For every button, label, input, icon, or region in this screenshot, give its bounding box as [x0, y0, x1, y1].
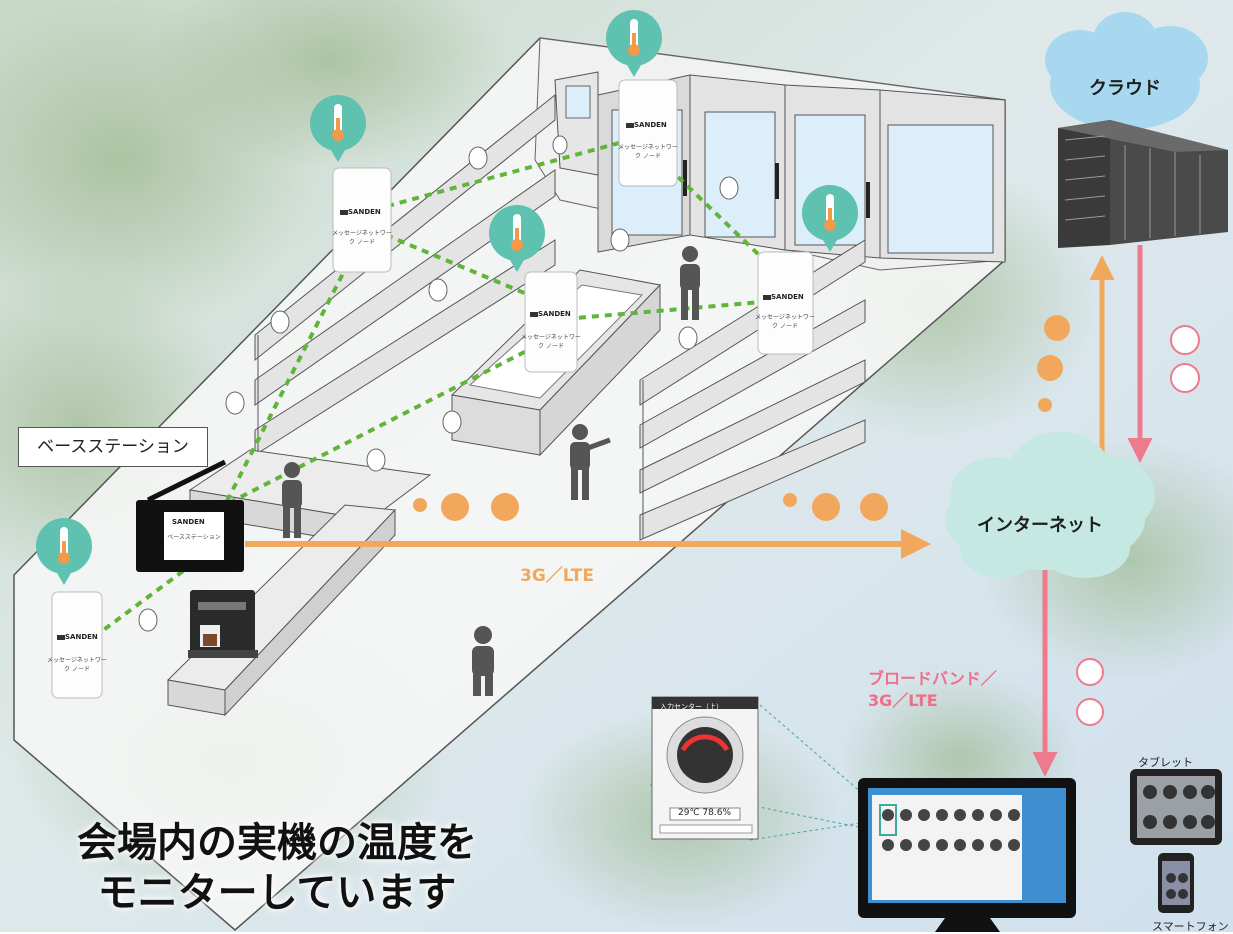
internet-label: インターネット: [977, 515, 1103, 536]
cloud-label: クラウド: [1089, 78, 1161, 99]
coffee-machine-icon: [188, 590, 258, 658]
sensor-node-logo-bars: [57, 123, 771, 640]
person-icon: [472, 626, 494, 696]
person-icon: [680, 246, 700, 320]
headline: 会場内の実機の温度を モニターしています: [62, 818, 492, 918]
sensor-node-caption: メッセージネットワーク ノード: [521, 334, 581, 350]
person-icon: [282, 462, 302, 538]
thermometer-pin-icon: [489, 205, 545, 272]
monitor-screenshot-panel: [651, 696, 759, 840]
sensor-node-caption: メッセージネットワーク ノード: [332, 230, 392, 246]
sensor-node-logo: SANDEN: [538, 310, 571, 318]
lte-link-label: 3G／LTE: [520, 566, 595, 586]
sensor-node-logo: SANDEN: [634, 121, 667, 129]
sensor-node-logo: SANDEN: [348, 208, 381, 216]
headline-line-1: 会場内の実機の温度を: [77, 820, 477, 866]
thermometer-pin-icon: [606, 10, 662, 77]
monitor-icon: [858, 778, 1076, 932]
bird-icon: [413, 315, 1070, 521]
thermometer-pin-icon: [802, 185, 858, 252]
smartphone-icon: [1158, 853, 1194, 913]
bird-icon: [1076, 325, 1200, 726]
thermometer-pin-icon: [36, 518, 92, 585]
thermometer-pin-icon: [310, 95, 366, 162]
base-station-logo: SANDEN: [172, 518, 205, 526]
sensor-node-icon: [51, 79, 814, 699]
internet-cloud-shape: [945, 432, 1155, 578]
broadband-link-label: ブロードバンド／ 3G／LTE: [868, 669, 997, 710]
sensor-node-caption: メッセージネットワーク ノード: [618, 144, 678, 160]
base-station-icon: [136, 459, 244, 572]
bird-icon: [138, 135, 739, 632]
sensor-node-caption: メッセージネットワーク ノード: [755, 314, 815, 330]
sensor-node-logo: SANDEN: [771, 293, 804, 301]
monitor-panel-title: 入力センター（上）: [660, 703, 723, 711]
sensor-node-logo: SANDEN: [65, 633, 98, 641]
cloud-shape: [1045, 12, 1208, 130]
headline-line-2: モニターしています: [97, 870, 457, 916]
sensor-node-caption: メッセージネットワーク ノード: [47, 657, 107, 673]
tablet-label: タブレット: [1138, 756, 1193, 769]
tablet-icon: [1130, 769, 1222, 845]
smartphone-label: スマートフォン: [1152, 920, 1229, 933]
monitor-panel-reading: 29℃ 78.6%: [678, 808, 732, 818]
base-station-label: ベースステーション: [18, 427, 208, 467]
base-station-caption: ベースステーション: [167, 534, 221, 541]
person-icon: [570, 424, 611, 500]
server-rack-icon: [1058, 120, 1228, 248]
